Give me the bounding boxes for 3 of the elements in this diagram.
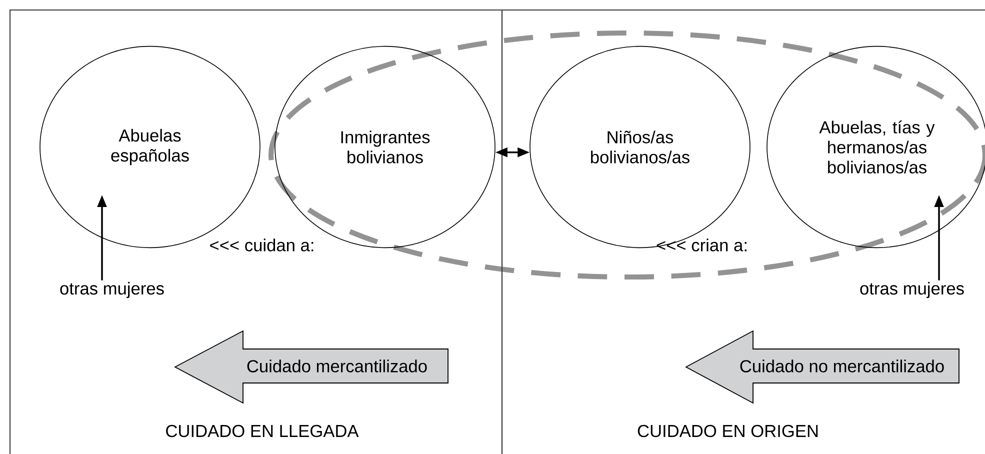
text-label: otras mujeres: [60, 282, 164, 298]
text-label: <<< cuidan a:: [210, 238, 314, 252]
text-label: otras mujeres: [860, 282, 964, 298]
